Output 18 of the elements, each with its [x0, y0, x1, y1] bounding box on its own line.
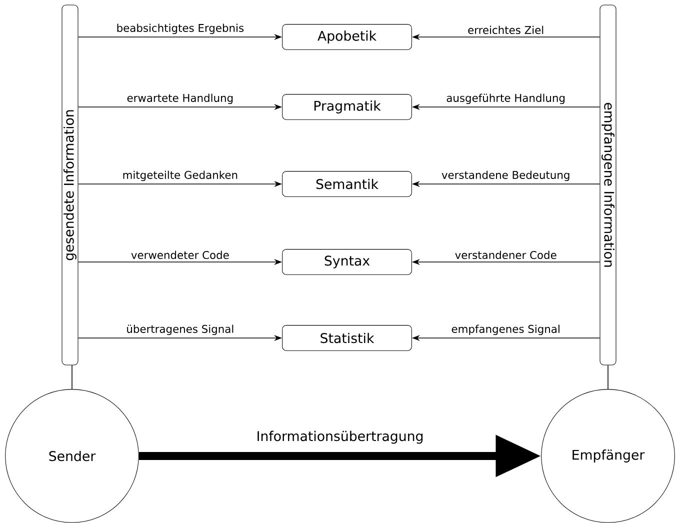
layer-box: Statistik	[282, 325, 412, 351]
layer-box: Pragmatik	[282, 94, 412, 120]
edge-label: ausgeführte Handlung	[444, 92, 567, 106]
edge-label: beabsichtigtes Ergebnis	[114, 22, 246, 36]
edge-label: erwartete Handlung	[125, 92, 235, 106]
layer-box: Apobetik	[282, 24, 412, 50]
edge-label: verwendeter Code	[130, 249, 231, 260]
edge-label: Informationsübertragung	[254, 429, 426, 446]
layer-box: Syntax	[282, 249, 412, 275]
layer-box: Semantik	[282, 171, 412, 197]
edge-label: mitgeteilte Gedanken	[121, 169, 240, 182]
information-bar: gesendete Information	[62, 4, 78, 366]
edge-label: übertragenes Signal	[124, 323, 236, 336]
edge-label: verstandene Bedeutung	[440, 169, 572, 182]
information-bar: empfangene Information	[600, 4, 616, 366]
edge-label: erreichtes Ziel	[466, 24, 546, 36]
edge-label: empfangenes Signal	[450, 323, 562, 336]
edge-label: verstandener Code	[453, 249, 558, 260]
